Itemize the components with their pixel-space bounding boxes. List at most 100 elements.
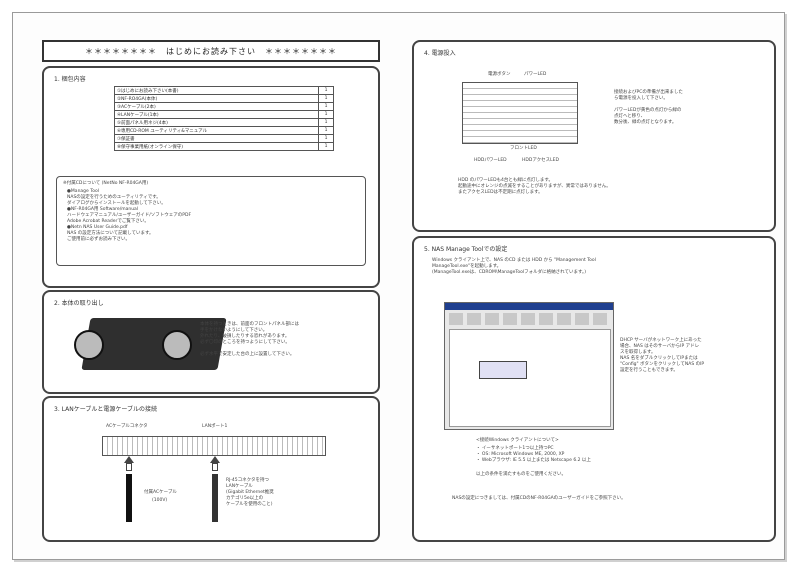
intro-line: ManageTool.exe"を起動します。 <box>432 264 502 269</box>
ac-connector-label: ACケーブルコネクタ <box>106 424 148 429</box>
dhcp-line: "Config" ボタンをクリックしてNAS のIP <box>620 362 705 367</box>
instruction-line: 手をかけないようにして下さい。 <box>200 328 268 333</box>
grip-circle-right <box>162 330 192 360</box>
cd-note-title: ※付属CDについて (NetNo NF-R04GA用) <box>63 181 149 186</box>
env-item: ・ Webブラウザ: IE 5.5 以上または Netscape 6.2 以上 <box>476 458 591 463</box>
instruction-line: ら電源を投入して下さい。 <box>614 96 668 101</box>
power-button-label: 電源ボタン <box>488 72 511 77</box>
contents-item: ②NF-RO4GA(本体) <box>114 94 319 103</box>
instruction-line: パワーLEDが黄色の点灯から緑の <box>614 108 682 113</box>
instruction-line: 数分後、緑の点灯となります。 <box>614 120 677 125</box>
ac-cable-voltage: (100V) <box>152 498 168 503</box>
lan-cable-image <box>212 474 218 522</box>
contents-count: 1 <box>318 110 334 119</box>
cd-note-line: NASの設定を行うためのユーティリティです。 <box>67 195 161 200</box>
contents-row: ⑧保守事業用紙(オンライン保守)1 <box>114 142 334 151</box>
lan-port-label: LANポート1 <box>202 424 228 429</box>
instruction-line: 本体を持つときは、前面のフロントパネル部には <box>200 322 299 327</box>
lan-cable-line: (Gigabit Ethernet推奨 <box>226 490 274 495</box>
manage-tool-footer: NASの設定につきましては、付属CDのNF-R04GAのユーザーガイドをご参照下… <box>452 496 626 501</box>
ac-cable-image <box>126 474 132 522</box>
dhcp-line: NAS 名をダブルクリックしてIPまたは <box>620 356 698 361</box>
env-item: ・ OS: Microsoft Windows ME, 2000, XP <box>476 452 565 457</box>
contents-item: ⑦保証書 <box>114 134 319 143</box>
dhcp-notes: DHCP サーバがネットワーク上にあった場合、NAS はそのサーバからIP アド… <box>620 338 704 374</box>
ac-arrow-icon <box>124 456 134 463</box>
dhcp-line: 場合、NAS はそのサーバからIP アドレ <box>620 344 700 349</box>
contents-count: 1 <box>318 86 334 95</box>
contents-row: ①はじめにお読み下さい(本書)1 <box>114 86 334 95</box>
front-panel-image <box>462 82 578 144</box>
grip-circle-left <box>74 330 104 360</box>
led-notes: HDD のパワーLEDも4台とも緑に点灯します。起動途中にオレンジの点滅をするこ… <box>458 178 611 196</box>
instruction-line: 外れたり、破損したりする恐れがあります。 <box>200 334 290 339</box>
contents-count: 1 <box>318 134 334 143</box>
note-line: HDD のパワーLEDも4台とも緑に点灯します。 <box>458 178 553 183</box>
cd-note-line: Adobe Acrobat Readerでご覧下さい。 <box>67 219 149 224</box>
intro-line: Windows クライアント上で、NAS のCD または HDD から "Man… <box>432 258 596 263</box>
instruction-line: 接続およびPCの準備が出来ました <box>614 90 683 95</box>
section-cable-connection: 3. LANケーブルと電源ケーブルの接続 ACケーブルコネクタ LANポート1 … <box>42 396 380 542</box>
cd-note-line: ダイアログからインストールを起動して下さい。 <box>67 201 166 206</box>
cd-note-line: ●Manage Tool <box>67 189 99 194</box>
contents-item: ⑥専用CD-ROM ユーティリティ&マニュアル <box>114 126 319 135</box>
cd-note-line: ハードウェアマニュアル/ユーザーガイド/ソフトウェアのPDF <box>67 213 192 218</box>
page-title: ＊＊＊＊＊＊＊＊ はじめにお読み下さい ＊＊＊＊＊＊＊＊ <box>42 40 380 62</box>
contents-row: ④LANケーブル(1本)1 <box>114 110 334 119</box>
section-power-on: 4. 電源投入 電源ボタン パワーLED フロントLED HDDパワーLED H… <box>412 40 776 232</box>
lan-cable-line: カテゴリ5e以上の <box>226 496 264 501</box>
lan-cable-line: LANケーブル <box>226 484 253 489</box>
contents-item: ⑤前面パネル用ネジ(4本) <box>114 118 319 127</box>
instruction-line: 必ず水平で安定した台の上に設置して下さい。 <box>200 352 295 357</box>
cd-note-line: ●Netn NAS User Guide.pdf <box>67 225 128 230</box>
contents-row: ③ACケーブル(2本)1 <box>114 102 334 111</box>
contents-row: ②NF-RO4GA(本体)1 <box>114 94 334 103</box>
cd-note-line: NAS の設定方法について記載しています。 <box>67 231 154 236</box>
section-unpacking: 2. 本体の取り出し 本体を持つときは、前面のフロントパネル部には手をかけないよ… <box>42 290 380 394</box>
client-env-footer: 以上の条件を満たすものをご使用ください。 <box>476 472 566 477</box>
contents-count: 1 <box>318 102 334 111</box>
lan-arrow-stem <box>212 463 218 471</box>
client-env-title: <接続Windows クライアントについて> <box>476 438 559 443</box>
intro-line: (ManageTool.exeは、CDROM\ManageToolフォルダに格納… <box>432 270 586 275</box>
instruction-line: 点灯へと移り、 <box>614 114 646 119</box>
lan-arrow-icon <box>210 456 220 463</box>
contents-count: 1 <box>318 94 334 103</box>
ac-cable-label: 付属ACケーブル <box>144 490 177 495</box>
contents-item: ③ACケーブル(2本) <box>114 102 319 111</box>
ac-arrow-stem <box>126 463 132 471</box>
contents-item: ⑧保守事業用紙(オンライン保守) <box>114 142 319 151</box>
hdd-power-led-label: HDDパワーLED <box>474 158 507 163</box>
section-title: 5. NAS Manage Toolでの設定 <box>424 246 508 253</box>
front-led-label: フロントLED <box>510 146 537 151</box>
unpacking-instructions: 本体を持つときは、前面のフロントパネル部には手をかけないようにして下さい。外れた… <box>200 322 299 358</box>
cd-note-line: ご使用前に必ずお読み下さい。 <box>67 237 130 242</box>
contents-count: 1 <box>318 126 334 135</box>
hdd-access-led-label: HDDアクセスLED <box>522 158 559 163</box>
contents-count: 1 <box>318 142 334 151</box>
section-title: 4. 電源投入 <box>424 50 456 57</box>
contents-item: ①はじめにお読み下さい(本書) <box>114 86 319 95</box>
note-line: 起動途中にオレンジの点滅をすることがありますが、異常ではありません。 <box>458 184 611 189</box>
section-title: 3. LANケーブルと電源ケーブルの接続 <box>54 406 157 413</box>
client-env-list: ・ イーサネットポート1つ以上持つPC・ OS: Microsoft Windo… <box>476 446 591 464</box>
contents-item: ④LANケーブル(1本) <box>114 110 319 119</box>
cd-note-box: ※付属CDについて (NetNo NF-R04GA用) ●Manage Tool… <box>56 176 366 266</box>
contents-count: 1 <box>318 118 334 127</box>
manage-tool-screenshot <box>444 302 614 430</box>
instruction-line: 必ず〇印のところを持つようにして下さい。 <box>200 340 290 345</box>
dhcp-line: スを取得します。 <box>620 350 656 355</box>
power-on-instructions: 接続およびPCの準備が出来ましたら電源を投入して下さい。パワーLEDが黄色の点灯… <box>614 90 683 126</box>
lan-cable-line: ケーブルを使用のこと) <box>226 502 273 507</box>
power-led-label: パワーLED <box>524 72 547 77</box>
section-title: 1. 梱包内容 <box>54 76 86 83</box>
section-title: 2. 本体の取り出し <box>54 300 104 307</box>
manage-tool-intro: Windows クライアント上で、NAS のCD または HDD から "Man… <box>432 258 596 276</box>
lan-cable-line: RJ-45コネクタを持つ <box>226 478 269 483</box>
